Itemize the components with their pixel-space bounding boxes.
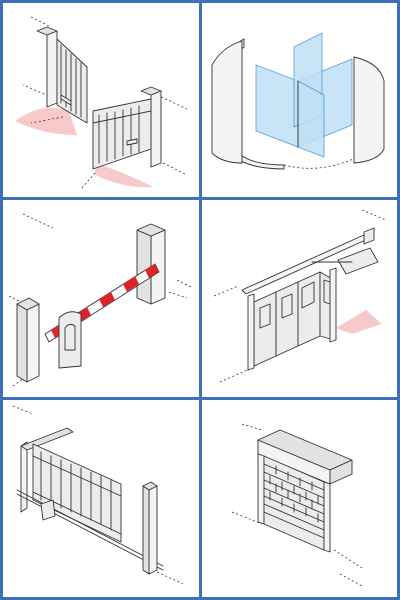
panel-folding-door: [202, 200, 397, 397]
panel-revolving-door: [202, 3, 397, 197]
folding-door-icon: [213, 209, 387, 383]
swing-gate-icon: [15, 16, 188, 190]
panel-roller-shutter: [202, 400, 397, 597]
panel-sliding-gate: [3, 400, 199, 597]
panel-barrier-arm: [3, 200, 199, 397]
curved-glass-revolving-door-icon: [211, 32, 385, 170]
panel-swing-gate: [3, 3, 199, 197]
roller-shutter-icon: [231, 423, 363, 587]
sliding-gate-icon: [12, 405, 184, 585]
barrier-arm-icon: [8, 213, 194, 387]
